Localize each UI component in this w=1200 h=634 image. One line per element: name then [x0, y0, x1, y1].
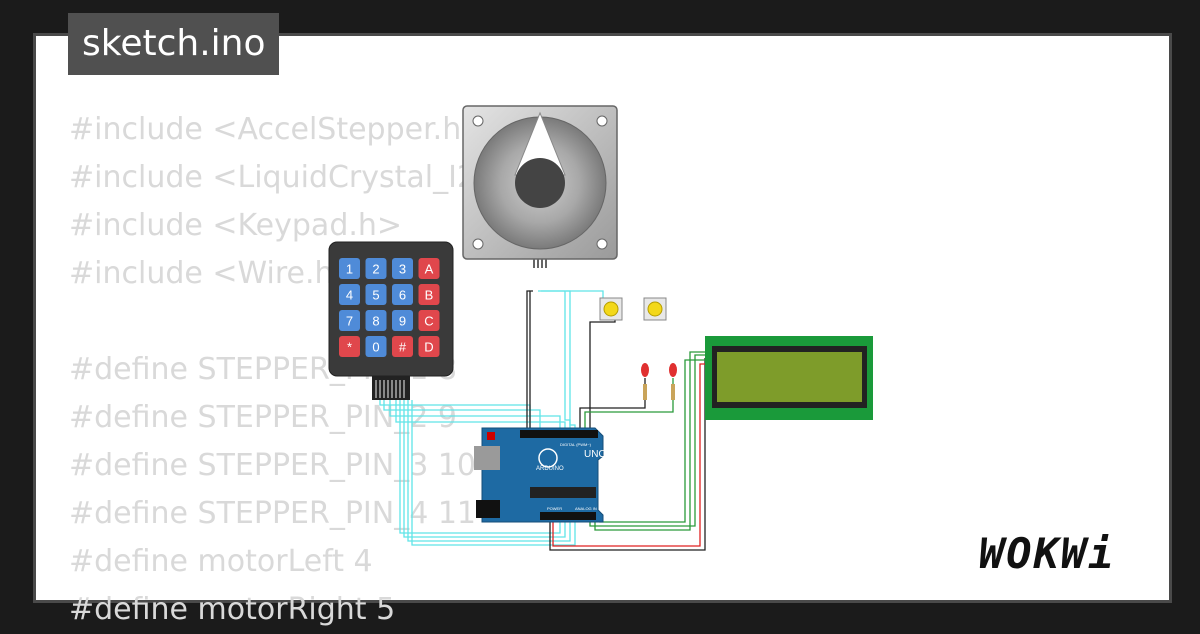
keypad-key-label: A [425, 262, 434, 277]
keypad-key-label: 2 [372, 262, 379, 277]
keypad-key-label: 6 [399, 288, 406, 303]
keypad-key-label: * [347, 340, 352, 355]
keypad-key-label: 9 [399, 314, 406, 329]
keypad-key-label: 1 [346, 262, 353, 277]
keypad-key[interactable] [365, 310, 387, 331]
pushbutton-cap [647, 301, 663, 317]
keypad-key[interactable] [418, 284, 440, 305]
keypad-key[interactable] [392, 310, 413, 331]
arduino-logo-icon [538, 448, 558, 468]
keypad-ribbon-pins [375, 380, 405, 398]
keypad-key[interactable] [392, 258, 413, 279]
reset-button [487, 432, 495, 440]
keypad-key[interactable] [339, 284, 360, 305]
code-background: #include <AccelStepper.h> #include <Liqu… [69, 106, 551, 634]
code-line: #define motorRight 5 [69, 592, 396, 627]
lcd-display[interactable] [705, 336, 873, 420]
resistor-icon [671, 384, 675, 400]
keypad-key-label: 8 [372, 314, 379, 329]
keypad-key[interactable] [418, 310, 440, 331]
pushbutton-2[interactable] [643, 297, 667, 321]
arduino-brand-label: ARDUINO [536, 466, 564, 472]
keypad-key-label: D [424, 340, 433, 355]
screw-hole [472, 238, 484, 250]
code-line: #define STEPPER_PIN_3 10 [69, 448, 477, 483]
keypad-key-label: B [425, 288, 434, 303]
keypad-key[interactable] [365, 258, 387, 279]
usb-port [474, 446, 500, 470]
pushbutton-cap [603, 301, 619, 317]
arduino-analog-label: ANALOG IN [575, 506, 597, 511]
screw-hole [472, 115, 484, 127]
led-icon [669, 363, 677, 377]
keypad-key[interactable] [418, 336, 440, 357]
stepper-motor[interactable] [462, 105, 618, 268]
lcd-screen [717, 352, 862, 402]
arduino-digital-label: DIGITAL (PWM~) [560, 442, 592, 447]
microcontroller-chip [530, 487, 596, 498]
stepper-pins [533, 259, 547, 268]
resistor-icon [643, 384, 647, 400]
keypad-key[interactable] [365, 336, 387, 357]
keypad-key-label: 0 [372, 340, 379, 355]
code-line: #include <Keypad.h> [69, 208, 403, 243]
keypad[interactable]: 1 2 3 A 4 5 6 B 7 8 9 C * 0 # D [328, 241, 454, 400]
code-line: #include <Wire.h> [69, 256, 359, 291]
led-2[interactable] [669, 363, 677, 400]
keypad-key[interactable] [392, 336, 413, 357]
wires [379, 290, 706, 551]
keypad-key-label: 7 [346, 314, 353, 329]
keypad-key-label: # [399, 340, 407, 355]
code-line: #define STEPPER_PIN_4 11 [69, 496, 477, 531]
keypad-key-label: C [424, 314, 433, 329]
digital-header [520, 430, 598, 438]
keypad-key[interactable] [418, 258, 440, 279]
code-line: #define motorLeft 4 [69, 544, 373, 579]
keypad-keys: 1 2 3 A 4 5 6 B 7 8 9 C * 0 # D [339, 258, 440, 357]
keypad-key[interactable] [339, 310, 360, 331]
keypad-key[interactable] [365, 284, 387, 305]
screw-hole [596, 238, 608, 250]
arduino-board [481, 427, 604, 523]
wokwi-logo: WOKWi [979, 529, 1115, 578]
pushbutton-1[interactable] [599, 297, 623, 321]
keypad-key-label: 4 [346, 288, 353, 303]
arduino-model-label: UNO [584, 449, 606, 460]
keypad-key[interactable] [339, 336, 360, 357]
arduino-uno[interactable]: UNO ARDUINO DIGITAL (PWM~) POWER ANALOG … [474, 427, 606, 523]
stepper-shaft [515, 158, 565, 208]
code-line: #include <AccelStepper.h> [69, 112, 487, 147]
power-analog-header [540, 512, 596, 520]
keypad-key-label: 3 [399, 262, 406, 277]
keypad-key[interactable] [339, 258, 360, 279]
wokwi-logo-text: WOKWi [979, 529, 1115, 578]
arduino-power-label: POWER [547, 506, 562, 511]
led-icon [641, 363, 649, 377]
keypad-key[interactable] [392, 284, 413, 305]
keypad-key-label: 5 [372, 288, 379, 303]
power-jack [476, 500, 500, 518]
screw-hole [596, 115, 608, 127]
led-1[interactable] [641, 363, 649, 400]
file-tab[interactable]: sketch.ino [68, 13, 280, 75]
